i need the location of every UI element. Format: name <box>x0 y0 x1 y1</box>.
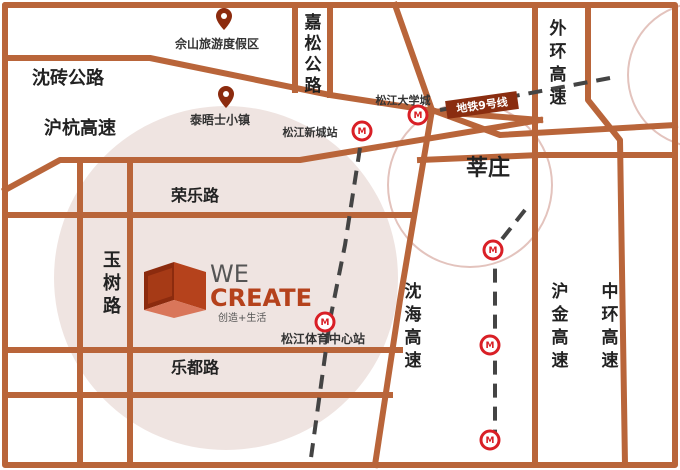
svg-text:高: 高 <box>405 327 422 348</box>
svg-text:中: 中 <box>602 281 619 302</box>
svg-text:金: 金 <box>551 304 570 325</box>
metro-station-icon <box>482 239 504 261</box>
map-pin-icon <box>216 8 232 30</box>
metro-station-icon <box>351 120 373 142</box>
station-songjiang-university: 松江大学城 <box>376 93 431 107</box>
svg-text:M: M <box>486 436 495 446</box>
road-xinzhuang-east <box>428 106 679 138</box>
svg-text:M: M <box>358 127 367 137</box>
road-label-ledu: 乐都路 <box>171 358 220 377</box>
project-area-circle <box>54 106 398 450</box>
svg-text:M: M <box>414 111 423 121</box>
svg-text:外: 外 <box>550 18 567 39</box>
svg-text:环: 环 <box>550 42 567 62</box>
road-label-zhonghuan: 中 环 高 速 <box>602 281 619 371</box>
road-label-shenhai: 沈 海 高 速 <box>405 281 422 371</box>
metro-station-icon <box>479 334 501 356</box>
logo-tagline: 创造+生活 <box>218 311 266 324</box>
logo-line-1: WE <box>210 260 249 288</box>
svg-text:高: 高 <box>550 64 567 85</box>
road-zhonghuan <box>585 2 629 469</box>
svg-text:高: 高 <box>602 327 619 348</box>
map-pin-icon <box>218 86 234 108</box>
svg-text:环: 环 <box>602 305 619 325</box>
road-label-shenzhuan: 沈砖公路 <box>32 67 105 89</box>
svg-text:树: 树 <box>103 272 121 294</box>
we-create-logo-icon <box>144 262 206 318</box>
svg-text:高: 高 <box>552 327 569 348</box>
road-sheshan-loop <box>2 2 298 93</box>
svg-text:速: 速 <box>602 350 619 371</box>
logo-line-2: CREATE <box>210 284 312 312</box>
road-xinzhuang-mid <box>416 152 678 164</box>
svg-text:M: M <box>321 318 330 328</box>
place-sheshan: 佘山旅游度假区 <box>174 36 259 51</box>
svg-text:沈: 沈 <box>405 281 422 302</box>
svg-text:嘉: 嘉 <box>304 12 322 33</box>
svg-text:M: M <box>489 246 498 256</box>
metro-line-label: 地铁9号线 <box>445 91 519 119</box>
road-label-waihuan: 外 环 高 速 <box>550 18 567 108</box>
metro-station-icon <box>407 104 429 126</box>
road-shenhai <box>371 1 435 469</box>
svg-text:速: 速 <box>550 87 567 108</box>
svg-text:速: 速 <box>405 350 422 371</box>
station-songjiang-newtown: 松江新城站 <box>283 125 338 139</box>
place-taiwushi: 泰晤士小镇 <box>189 112 250 127</box>
metro-station-icon <box>314 311 336 333</box>
svg-text:公: 公 <box>305 55 322 75</box>
svg-text:沪: 沪 <box>552 281 569 302</box>
svg-text:速: 速 <box>552 350 569 371</box>
road-label-jiasong: 嘉 松 公 路 <box>304 12 323 96</box>
metro-station-icon <box>479 429 501 451</box>
road-label-hujin: 沪 金 高 速 <box>551 281 570 371</box>
svg-text:海: 海 <box>405 304 422 325</box>
svg-text:M: M <box>486 341 495 351</box>
road-label-yushu: 玉 树 路 <box>103 250 122 317</box>
station-songjiang-stadium: 松江体育中心站 <box>281 331 365 346</box>
svg-text:松: 松 <box>305 33 322 54</box>
road-label-rongle: 荣乐路 <box>170 186 220 205</box>
edge-area-circle <box>627 4 680 146</box>
place-xinzhuang: 莘庄 <box>466 155 510 181</box>
svg-text:路: 路 <box>305 75 323 96</box>
svg-text:路: 路 <box>103 295 122 317</box>
road-huhang <box>0 116 544 195</box>
svg-text:玉: 玉 <box>103 250 121 271</box>
road-label-huhang: 沪杭高速 <box>44 117 116 139</box>
